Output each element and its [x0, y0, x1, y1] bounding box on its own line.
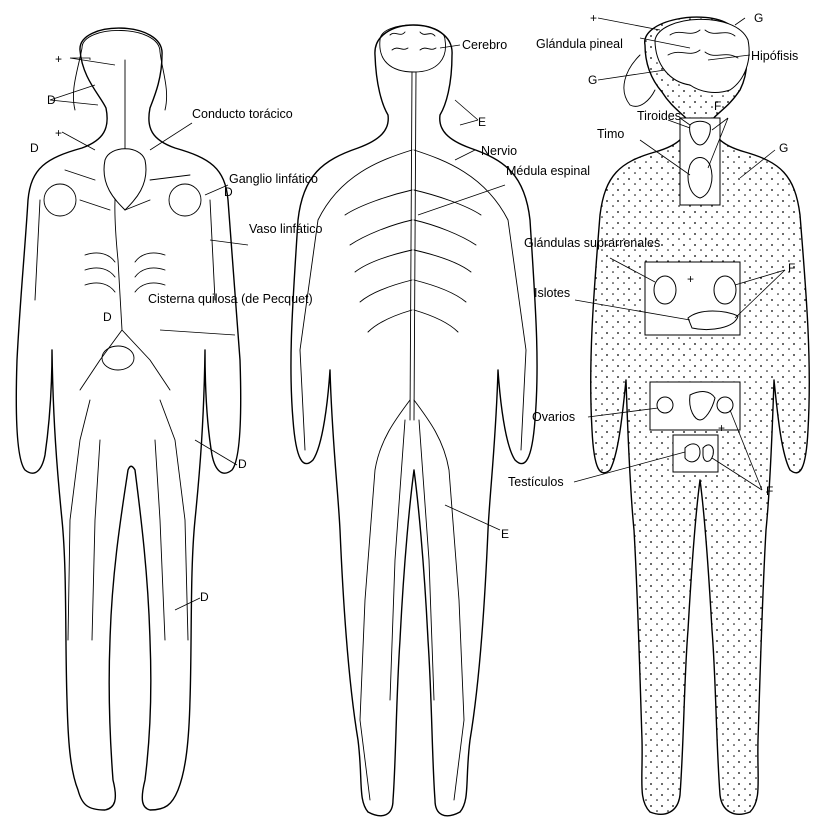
lymphatic-vessels: [35, 60, 215, 640]
marker-end-7: +: [718, 421, 725, 435]
spinal-cord: [410, 72, 416, 420]
marker-lym-5: D: [103, 310, 112, 324]
marker-lym-3: D: [30, 141, 39, 155]
heart-shape: [104, 149, 146, 210]
marker-lym-1: D: [47, 93, 56, 107]
marker-end-6: F: [788, 261, 795, 275]
lymphatic-ribs: [85, 253, 165, 292]
thymus-gland: [688, 158, 712, 199]
left-adrenal-kidney: [654, 276, 676, 304]
label-timo: Timo: [597, 127, 624, 141]
label-pineal: Glándula pineal: [536, 37, 623, 51]
marker-nerv-0: E: [478, 115, 486, 129]
marker-nerv-1: E: [501, 527, 509, 541]
label-cisterna: Cisterna quilosa (de Pecquet): [148, 292, 313, 306]
label-medula: Médula espinal: [506, 164, 590, 178]
label-tiroides: Tiroides: [637, 109, 681, 123]
marker-lym-0: +: [55, 52, 62, 66]
marker-end-1: G: [754, 11, 763, 25]
lymphatic-body-outline: [16, 28, 240, 810]
label-cerebro: Cerebro: [462, 38, 507, 52]
marker-end-8: F: [766, 484, 773, 498]
lymphatic-labels: Conducto torácico Ganglio linfático Vaso…: [30, 52, 322, 604]
right-adrenal-kidney: [714, 276, 736, 304]
cisterna-node: [102, 346, 134, 370]
label-hipofisis: Hipófisis: [751, 49, 798, 63]
marker-lym-7: D: [200, 590, 209, 604]
nervous-leaders: [418, 45, 505, 530]
label-ovarios: Ovarios: [532, 410, 575, 424]
label-suprarrenales: Glándulas suprarrenales: [524, 236, 660, 250]
label-islotes: Islotes: [534, 286, 570, 300]
marker-end-5: +: [687, 272, 694, 286]
marker-lym-2: +: [55, 126, 62, 140]
label-testiculos: Testículos: [508, 475, 564, 489]
brain-shape: [380, 25, 446, 72]
marker-lym-4: D: [224, 185, 233, 199]
marker-lym-6: D: [238, 457, 247, 471]
marker-end-3: F: [714, 99, 721, 113]
marker-end-2: G: [588, 73, 597, 87]
marker-end-0: +: [590, 11, 597, 25]
left-ovary: [657, 397, 673, 413]
lymphatic-figure: [16, 28, 240, 810]
lymphatic-hair: [73, 30, 166, 110]
right-breast-node: [169, 184, 201, 216]
lymphatic-leaders: [50, 58, 248, 610]
label-conducto: Conducto torácico: [192, 107, 293, 121]
left-breast-node: [44, 184, 76, 216]
label-nervio: Nervio: [481, 144, 517, 158]
label-vaso: Vaso linfático: [249, 222, 322, 236]
label-ganglio: Ganglio linfático: [229, 172, 318, 186]
marker-end-4: G: [779, 141, 788, 155]
nervous-labels: Cerebro Nervio Médula espinal E E: [462, 38, 590, 541]
